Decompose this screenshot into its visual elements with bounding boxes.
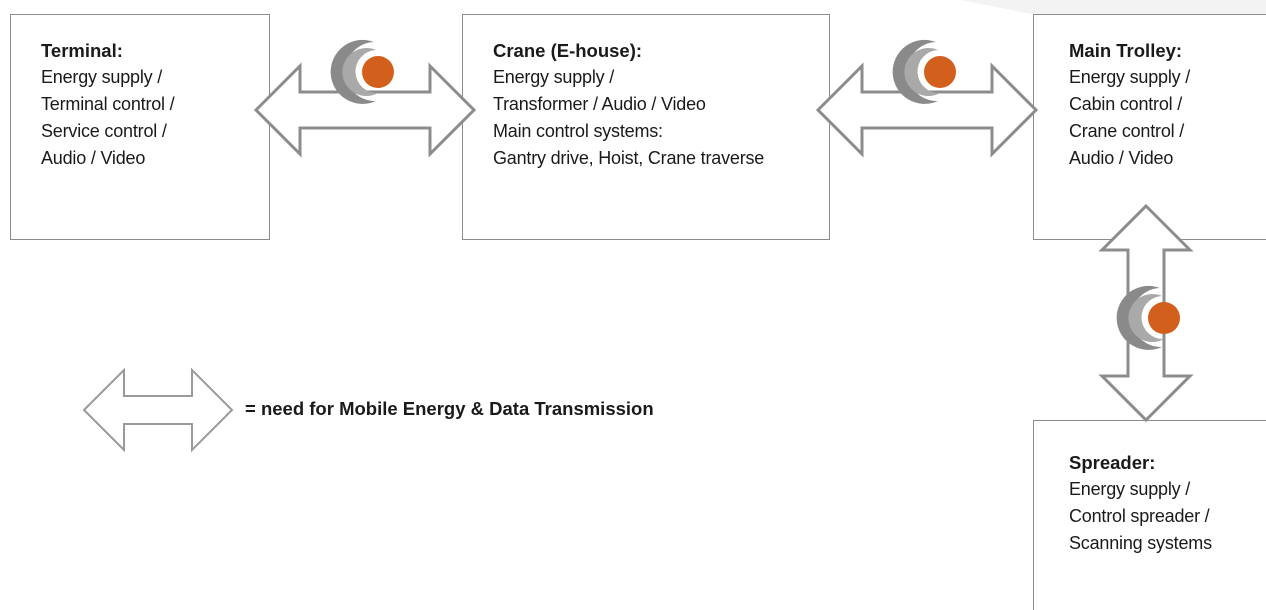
spreader-title: Spreader: <box>1069 452 1156 473</box>
main-trolley-line: Cabin control / <box>1069 94 1183 114</box>
legend-text: = need for Mobile Energy & Data Transmis… <box>245 398 654 419</box>
main-trolley-line: Energy supply / <box>1069 67 1191 87</box>
crane-line: Gantry drive, Hoist, Crane traverse <box>493 148 765 168</box>
main-trolley-line: Audio / Video <box>1069 148 1174 168</box>
spreader-box: Spreader: Energy supply / Control spread… <box>1033 420 1266 610</box>
main-trolley-box: Main Trolley: Energy supply / Cabin cont… <box>1033 14 1266 240</box>
terminal-line: Service control / <box>41 121 167 141</box>
spreader-line: Control spreader / <box>1069 506 1210 526</box>
double-arrow-crane-trolley <box>815 62 1039 158</box>
spreader-line: Energy supply / <box>1069 479 1191 499</box>
terminal-line: Audio / Video <box>41 148 146 168</box>
double-arrow-trolley-spreader <box>1098 203 1194 423</box>
crane-line: Energy supply / <box>493 67 615 87</box>
terminal-box: Terminal: Energy supply / Terminal contr… <box>10 14 270 240</box>
double-arrow-terminal-crane <box>253 62 477 158</box>
crane-line: Main control systems: <box>493 121 663 141</box>
double-arrow-icon <box>82 367 234 453</box>
crane-box: Crane (E-house): Energy supply / Transfo… <box>462 14 830 240</box>
crane-line: Transformer / Audio / Video <box>493 94 706 114</box>
energy-data-transmission-icon <box>1116 285 1180 350</box>
crane-title: Crane (E-house): <box>493 40 643 61</box>
connector-layer <box>82 39 1194 453</box>
main-trolley-line: Crane control / <box>1069 121 1185 141</box>
main-trolley-title: Main Trolley: <box>1069 40 1183 61</box>
terminal-title: Terminal: <box>41 40 123 61</box>
spreader-line: Scanning systems <box>1069 533 1212 553</box>
terminal-line: Terminal control / <box>41 94 175 114</box>
terminal-line: Energy supply / <box>41 67 163 87</box>
